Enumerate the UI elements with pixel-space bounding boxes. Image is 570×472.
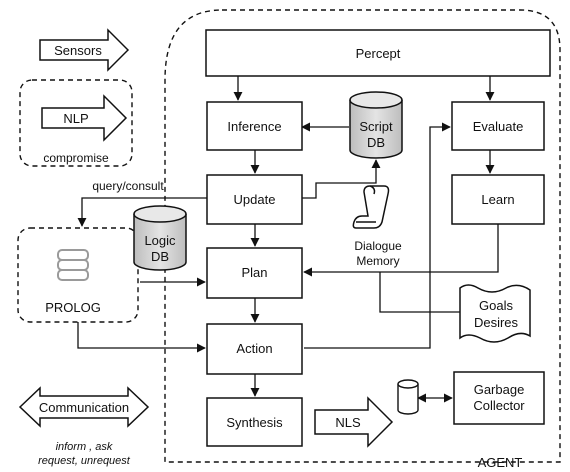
prolog-label: PROLOG	[45, 300, 101, 315]
prolog-region	[17, 227, 139, 323]
prolog-database-icon	[57, 249, 89, 281]
prolog-to-action-arrow	[77, 322, 206, 353]
garbage-collector-label-line2: Collector	[473, 398, 525, 413]
nlp-label: NLP	[63, 111, 88, 126]
plan-to-goals-line	[379, 272, 460, 313]
agent-boundary	[164, 9, 561, 463]
update-block	[206, 174, 303, 225]
goals-label: Goals	[479, 298, 513, 313]
nlp-arrow	[41, 94, 128, 142]
action-to-evaluate-arrow	[304, 122, 451, 349]
communication-label: Communication	[39, 400, 129, 415]
learn-block	[451, 174, 545, 225]
communication-caption-line2: request, unrequest	[38, 455, 131, 467]
action-label: Action	[236, 341, 272, 356]
garbage-collector-block	[453, 371, 545, 425]
goals-desires-document	[459, 284, 531, 343]
sensors-arrow	[39, 28, 130, 72]
script-db-label-line2: DB	[367, 135, 385, 150]
update-to-script-db-arrow	[302, 159, 381, 199]
synthesis-label: Synthesis	[226, 415, 283, 430]
logic-db-cylinder	[133, 205, 187, 271]
compromise-label: compromise	[43, 151, 109, 165]
desires-label: Desires	[474, 315, 519, 330]
logic-db-label-line1: Logic	[144, 233, 176, 248]
query-consult-label: query/consult	[92, 179, 164, 193]
communication-caption-line1: inform , ask	[56, 441, 113, 453]
inference-label: Inference	[227, 119, 281, 134]
nls-arrow	[314, 396, 394, 448]
script-db-label-line1: Script	[359, 119, 393, 134]
garbage-collector-label-line1: Garbage	[474, 382, 525, 397]
script-db-cylinder	[349, 91, 403, 159]
plan-block	[206, 247, 303, 299]
percept-block	[205, 29, 551, 77]
synthesis-block	[206, 397, 303, 447]
evaluate-label: Evaluate	[473, 119, 524, 134]
dialogue-memory-label-line2: Memory	[356, 254, 399, 268]
garbage-db-cylinder	[397, 379, 419, 415]
communication-arrow	[18, 386, 150, 428]
sensors-label: Sensors	[54, 43, 102, 58]
compromise-region	[19, 79, 133, 167]
scroll-icon	[352, 185, 390, 229]
plan-label: Plan	[241, 265, 267, 280]
query-consult-arrow	[77, 197, 207, 227]
logic-db-label-line2: DB	[151, 249, 169, 264]
learn-to-plan-arrow	[303, 224, 499, 277]
nls-label: NLS	[335, 415, 361, 430]
learn-label: Learn	[481, 192, 514, 207]
inference-block	[206, 101, 303, 151]
agent-label: AGENT	[478, 455, 523, 470]
update-label: Update	[234, 192, 276, 207]
percept-label: Percept	[356, 46, 401, 61]
action-block	[206, 323, 303, 375]
dialogue-memory-label-line1: Dialogue	[354, 239, 402, 253]
evaluate-block	[451, 101, 545, 151]
